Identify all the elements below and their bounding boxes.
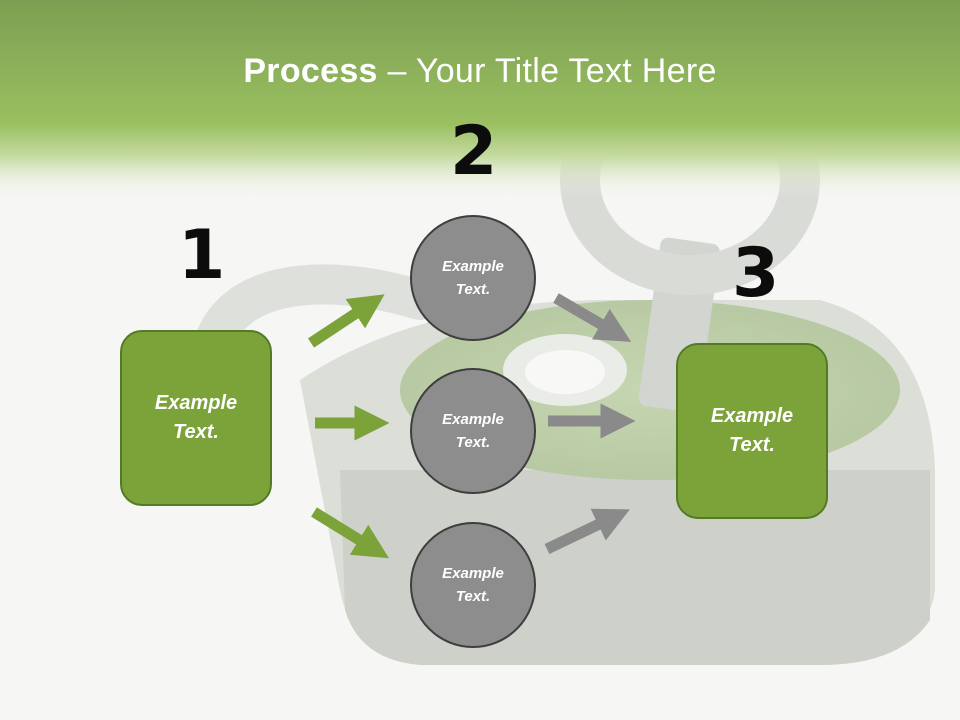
title-bold: Process <box>243 52 378 90</box>
slide-title: Process – Your Title Text Here <box>0 52 960 91</box>
step-number-3: 3 <box>732 234 780 313</box>
step-number-1: 1 <box>178 216 226 295</box>
step-number-2: 2 <box>450 112 498 191</box>
title-rest: – Your Title Text Here <box>377 52 717 90</box>
